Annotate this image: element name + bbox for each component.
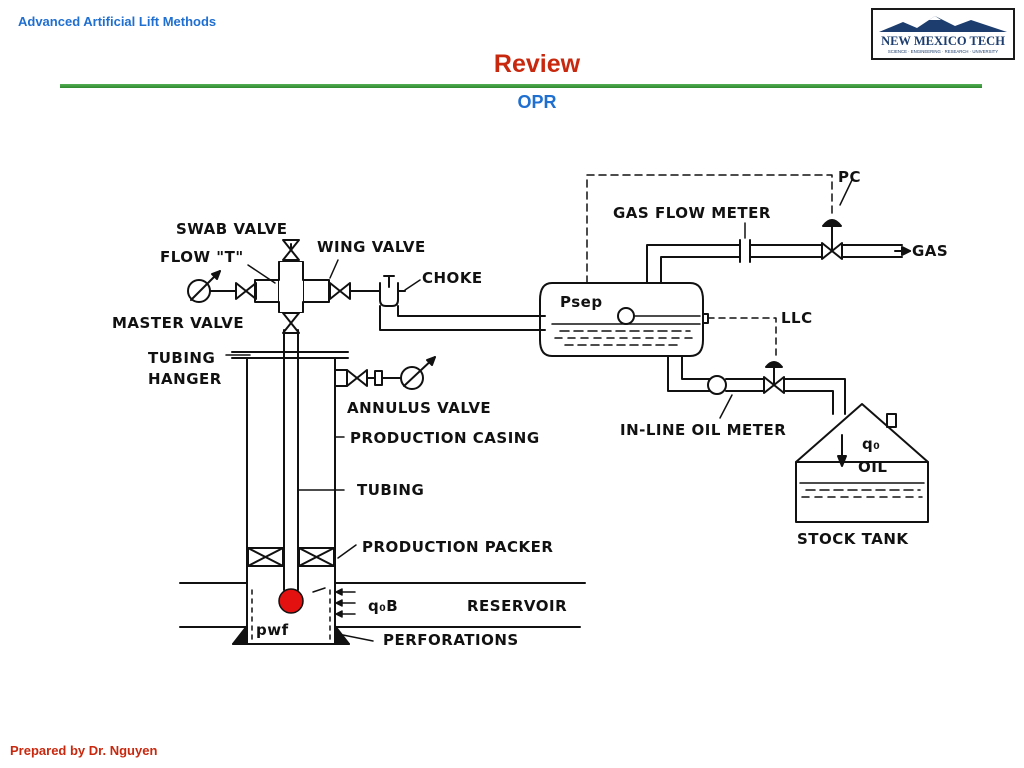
label-annulus-valve: ANNULUS VALVE	[347, 399, 491, 417]
label-tubing: TUBING	[357, 481, 424, 499]
label-perforations: PERFORATIONS	[383, 631, 519, 649]
pc-control-line	[586, 174, 833, 284]
logo-tagline: SCIENCE · ENGINEERING · RESEARCH · UNIVE…	[888, 49, 998, 54]
slide-title: Review	[493, 50, 581, 78]
label-flow-t: FLOW "T"	[160, 248, 244, 266]
llc-control-line	[707, 317, 777, 358]
label-pc: PC	[838, 168, 861, 186]
logo-name: NEW MEXICO TECH	[881, 34, 1005, 48]
label-master-valve: MASTER VALVE	[112, 314, 244, 332]
pwf-marker	[278, 588, 304, 614]
label-wing-valve: WING VALVE	[317, 238, 426, 256]
label-swab-valve: SWAB VALVE	[176, 220, 288, 238]
annulus-valve	[334, 356, 436, 390]
flow-t	[254, 261, 330, 313]
label-llc: LLC	[781, 309, 813, 327]
label-psep: Psep	[560, 293, 603, 311]
gas-line	[646, 219, 911, 284]
label-pwf: pwf	[256, 621, 289, 639]
label-qo: q₀	[862, 435, 880, 453]
inflow-arrows	[335, 588, 356, 618]
label-tubing-hanger-1: TUBING	[148, 349, 215, 367]
master-valve	[187, 270, 257, 303]
label-stock-tank: STOCK TANK	[797, 530, 909, 548]
label-oil: OIL	[858, 458, 887, 476]
label-production-casing: PRODUCTION CASING	[350, 429, 540, 447]
title-divider	[60, 84, 982, 88]
reservoir-layer	[179, 582, 586, 628]
label-tubing-hanger-2: HANGER	[148, 370, 222, 388]
label-inline-oil-meter: IN-LINE OIL METER	[620, 421, 786, 439]
production-packer	[247, 547, 335, 567]
course-title: Advanced Artificial Lift Methods	[18, 14, 217, 29]
oil-line	[667, 355, 846, 415]
new-mexico-tech-logo: NEW MEXICO TECH SCIENCE · ENGINEERING · …	[871, 8, 1015, 60]
flowline	[379, 305, 546, 331]
label-qob: q₀B	[368, 597, 398, 615]
wing-valve	[329, 282, 381, 300]
slide-subtitle: OPR	[517, 92, 557, 112]
choke	[379, 275, 406, 307]
lower-master-valve	[282, 312, 300, 334]
label-gas-flow-meter: GAS FLOW METER	[613, 204, 771, 222]
leader-lines	[225, 179, 853, 642]
label-choke: CHOKE	[422, 269, 483, 287]
tubing-string	[283, 329, 299, 591]
label-production-packer: PRODUCTION PACKER	[362, 538, 553, 556]
production-casing	[231, 351, 350, 645]
swab-valve	[282, 239, 300, 261]
separator	[539, 282, 709, 357]
label-gas: GAS	[912, 242, 948, 260]
stock-tank	[795, 403, 929, 523]
footer-credit: Prepared by Dr. Nguyen	[10, 743, 158, 758]
label-reservoir: RESERVOIR	[467, 597, 567, 615]
